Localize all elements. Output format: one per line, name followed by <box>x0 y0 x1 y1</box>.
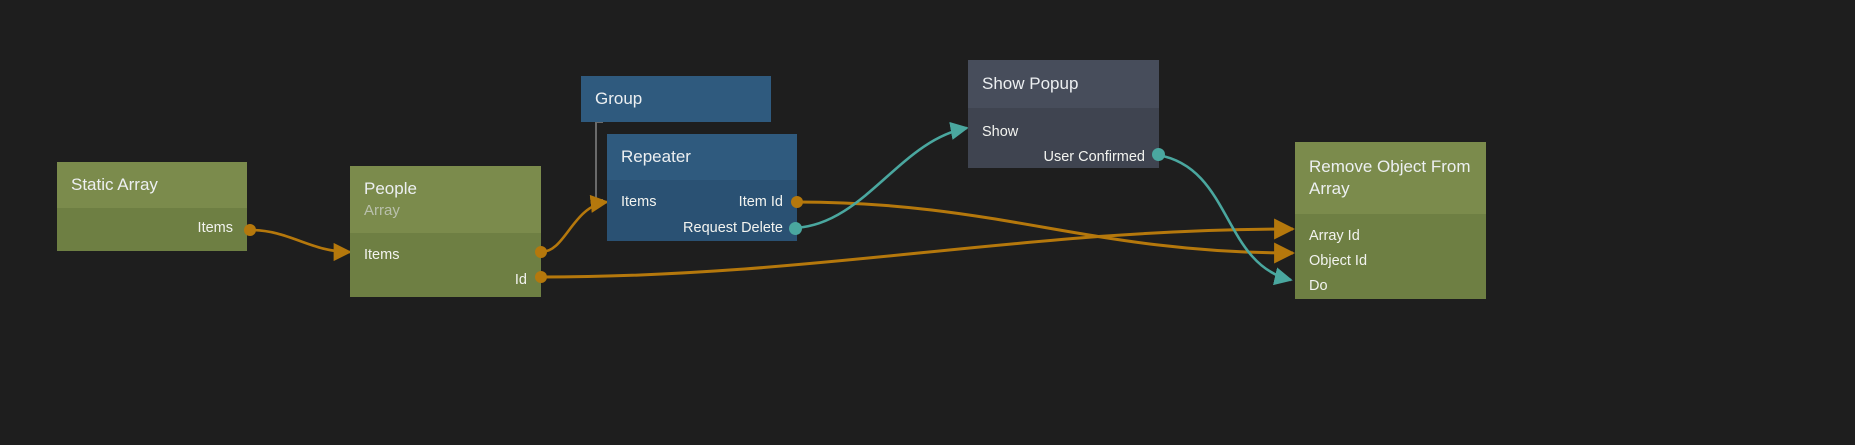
port-dot-repeater-request-delete[interactable] <box>789 222 802 235</box>
port-dot-people-id[interactable] <box>535 271 547 283</box>
node-show-popup[interactable]: Show Popup Show User Confirmed <box>968 60 1159 168</box>
node-static-array[interactable]: Static Array Items <box>57 162 247 251</box>
node-body: Items <box>57 208 247 251</box>
wire-repeater-itemid-to-remove-objectid <box>796 200 1296 264</box>
port-dot-static-array-items[interactable] <box>244 224 256 236</box>
node-people[interactable]: People Array Items Id <box>350 166 541 297</box>
node-group[interactable]: Group <box>581 76 771 122</box>
port-dot-repeater-item-id[interactable] <box>791 196 803 208</box>
node-title: Group <box>581 76 771 122</box>
port-out-id[interactable]: Id <box>514 272 527 288</box>
port-in-show[interactable]: Show <box>982 124 1019 140</box>
node-repeater[interactable]: Repeater Items Item Id Request Delete <box>607 134 797 241</box>
port-dot-people-items-out[interactable] <box>535 246 547 258</box>
node-title: Remove Object From Array <box>1295 142 1486 214</box>
node-title: Static Array <box>57 162 247 208</box>
port-out-request-delete[interactable]: Request Delete <box>683 220 783 236</box>
port-in-object-id[interactable]: Object Id <box>1309 253 1368 269</box>
port-out-item-id[interactable]: Item Id <box>738 194 783 210</box>
port-in-items[interactable]: Items <box>621 194 657 210</box>
node-title: Show Popup <box>968 60 1159 108</box>
port-in-array-id[interactable]: Array Id <box>1309 228 1360 244</box>
node-remove-object-from-array[interactable]: Remove Object From Array Array Id Object… <box>1295 142 1486 299</box>
node-body: Show User Confirmed <box>968 108 1159 168</box>
port-out-items[interactable]: Items <box>197 220 233 236</box>
port-out-user-confirmed[interactable]: User Confirmed <box>1043 149 1145 165</box>
node-body: Items Item Id Request Delete <box>607 180 797 241</box>
node-body: Items Id <box>350 233 541 297</box>
port-dot-show-popup-user-confirmed[interactable] <box>1152 148 1165 161</box>
wire-showpopup-userconfirmed-to-remove-do <box>1157 153 1293 286</box>
wire-people-items-to-repeater-items <box>540 194 609 254</box>
port-in-items[interactable]: Items <box>364 247 400 263</box>
wire-repeater-requestdelete-to-showpopup-show <box>794 121 969 230</box>
node-title: Repeater <box>607 134 797 180</box>
port-in-do[interactable]: Do <box>1309 278 1328 294</box>
group-repeater-bracket <box>595 121 603 201</box>
node-subtitle: Array <box>364 202 400 219</box>
wire-static-array-items-to-people-items <box>249 228 352 262</box>
node-title: People Array <box>350 166 541 233</box>
node-body: Array Id Object Id Do <box>1295 214 1486 299</box>
